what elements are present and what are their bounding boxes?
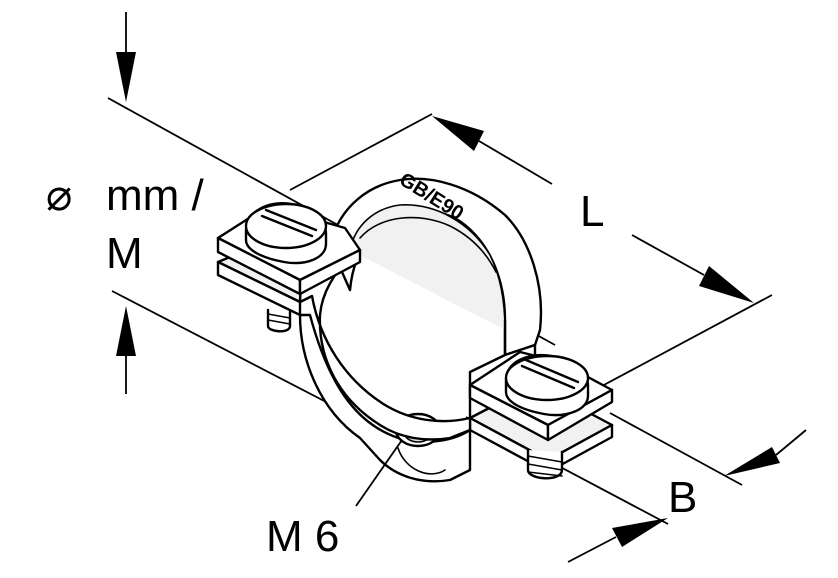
right-screw-thread-lines — [527, 455, 563, 477]
thread-leader-line — [355, 439, 403, 507]
diameter-extension-bottom — [111, 290, 331, 405]
width-arrow-right — [724, 447, 780, 476]
thread-label: M 6 — [266, 512, 339, 561]
left-upper-tab-side — [298, 248, 362, 296]
diameter-label: mm / — [106, 171, 205, 220]
width-extension-right — [609, 412, 743, 486]
length-arrow-right-shaft — [631, 234, 705, 276]
left-screw — [244, 202, 328, 333]
diameter-symbol: ⌀ — [46, 171, 73, 220]
right-screw — [504, 353, 590, 480]
bottom-nut-curve — [397, 447, 446, 475]
length-arrow-left — [432, 116, 484, 151]
right-screw-slot-a — [520, 364, 576, 390]
left-screw-thread-lines — [267, 313, 291, 325]
width-label: B — [668, 473, 697, 522]
left-screw-slot-b — [264, 208, 318, 232]
right-screw-top — [504, 354, 590, 402]
diameter-arrow-bottom — [116, 306, 136, 356]
width-arrow-right-shaft — [775, 429, 807, 456]
width-arrow-left — [612, 518, 668, 547]
right-upper-tab-side — [546, 388, 614, 442]
bottom-band — [298, 313, 472, 483]
length-dimension — [289, 113, 773, 387]
length-arrow-left-shaft — [478, 140, 553, 185]
ring-inner-line — [359, 216, 497, 273]
diameter-sub-label: M — [106, 229, 143, 278]
width-dimension — [465, 412, 807, 563]
right-screw-slot-b — [524, 358, 580, 384]
left-screw-slot-a — [260, 214, 314, 238]
length-extension-right — [601, 294, 773, 387]
width-arrow-left-shaft — [567, 536, 617, 563]
length-arrow-right — [699, 266, 754, 303]
diameter-arrow-top — [116, 52, 136, 102]
length-label: L — [580, 187, 604, 236]
length-extension-left — [289, 113, 433, 191]
